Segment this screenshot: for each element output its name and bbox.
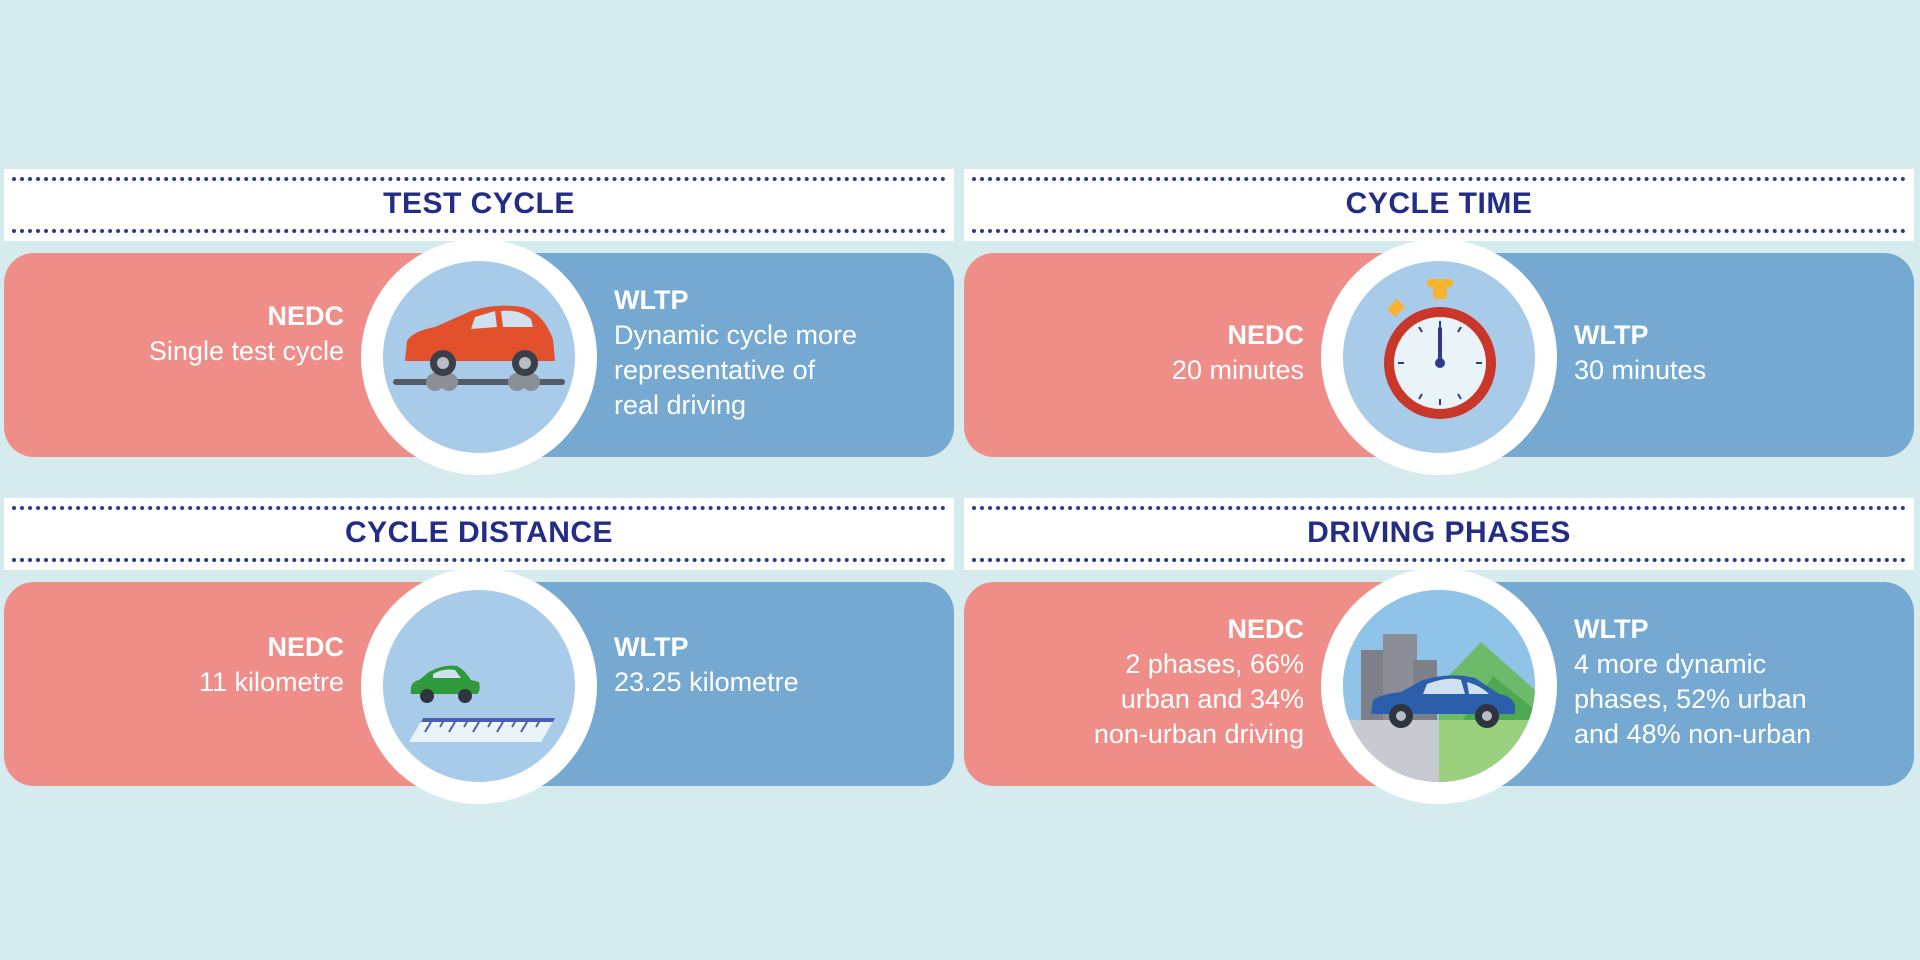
icon-circle bbox=[1321, 568, 1557, 804]
nedc-text: NEDC 20 minutes bbox=[1172, 318, 1304, 388]
nedc-label: NEDC bbox=[267, 632, 344, 662]
wltp-text: WLTP 4 more dynamic phases, 52% urban an… bbox=[1574, 612, 1811, 752]
nedc-value-line: non-urban driving bbox=[1093, 719, 1304, 749]
icon-circle bbox=[1321, 239, 1557, 475]
nedc-text: NEDC 2 phases, 66% urban and 34% non-urb… bbox=[1094, 612, 1304, 752]
nedc-value-line: Single test cycle bbox=[148, 336, 344, 366]
wltp-value-line: 4 more dynamic bbox=[1574, 649, 1767, 679]
stopwatch-icon bbox=[1384, 279, 1496, 419]
wltp-label: WLTP bbox=[1574, 320, 1649, 350]
nedc-text: NEDC Single test cycle bbox=[149, 299, 344, 369]
panel-cycle-time: CYCLE TIME NEDC 20 minutes WLTP 30 minut… bbox=[964, 169, 1914, 484]
nedc-label: NEDC bbox=[1227, 320, 1304, 350]
wltp-label: WLTP bbox=[614, 632, 689, 662]
panel-title: CYCLE DISTANCE bbox=[344, 516, 614, 549]
wltp-value-line: representative of bbox=[614, 355, 816, 385]
panel-driving-phases: DRIVING PHASES NEDC 2 phases, 66% urban … bbox=[964, 498, 1914, 813]
icon-circle bbox=[361, 568, 597, 804]
panel-header: DRIVING PHASES bbox=[964, 498, 1914, 570]
wltp-label: WLTP bbox=[614, 285, 689, 315]
nedc-value-line: 2 phases, 66% bbox=[1125, 649, 1304, 679]
nedc-label: NEDC bbox=[1227, 614, 1304, 644]
panel-cycle-distance: CYCLE DISTANCE NEDC 11 kilometre WLTP 23… bbox=[4, 498, 954, 813]
wltp-label: WLTP bbox=[1574, 614, 1649, 644]
icon-circle bbox=[361, 239, 597, 475]
panel-title: TEST CYCLE bbox=[383, 187, 575, 220]
wltp-text: WLTP 30 minutes bbox=[1574, 318, 1706, 388]
panel-title: CYCLE TIME bbox=[1345, 187, 1533, 220]
panel-header: CYCLE DISTANCE bbox=[4, 498, 954, 570]
wltp-value-line: 23.25 kilometre bbox=[614, 667, 799, 697]
nedc-value-line: 11 kilometre bbox=[198, 667, 344, 697]
panel-header: TEST CYCLE bbox=[4, 169, 954, 241]
wltp-text: WLTP Dynamic cycle more representative o… bbox=[614, 283, 857, 423]
car-on-ruler-icon bbox=[409, 665, 555, 742]
nedc-value-line: 20 minutes bbox=[1171, 355, 1304, 385]
panel-test-cycle: TEST CYCLE NEDC Single test cycle WLTP D… bbox=[4, 169, 954, 484]
panel-title: DRIVING PHASES bbox=[1307, 516, 1571, 549]
wltp-value-line: phases, 52% urban bbox=[1574, 684, 1807, 714]
panel-header: CYCLE TIME bbox=[964, 169, 1914, 241]
nedc-text: NEDC 11 kilometre bbox=[199, 630, 344, 700]
wltp-text: WLTP 23.25 kilometre bbox=[614, 630, 799, 700]
nedc-label: NEDC bbox=[267, 301, 344, 331]
car-on-dyno-icon bbox=[393, 305, 565, 391]
wltp-value-line: 30 minutes bbox=[1574, 355, 1707, 385]
wltp-value-line: Dynamic cycle more bbox=[614, 320, 858, 350]
wltp-value-line: and 48% non-urban bbox=[1574, 719, 1812, 749]
nedc-value-line: urban and 34% bbox=[1120, 684, 1304, 714]
wltp-value-line: real driving bbox=[614, 390, 747, 420]
car-city-country-icon bbox=[1343, 590, 1535, 782]
